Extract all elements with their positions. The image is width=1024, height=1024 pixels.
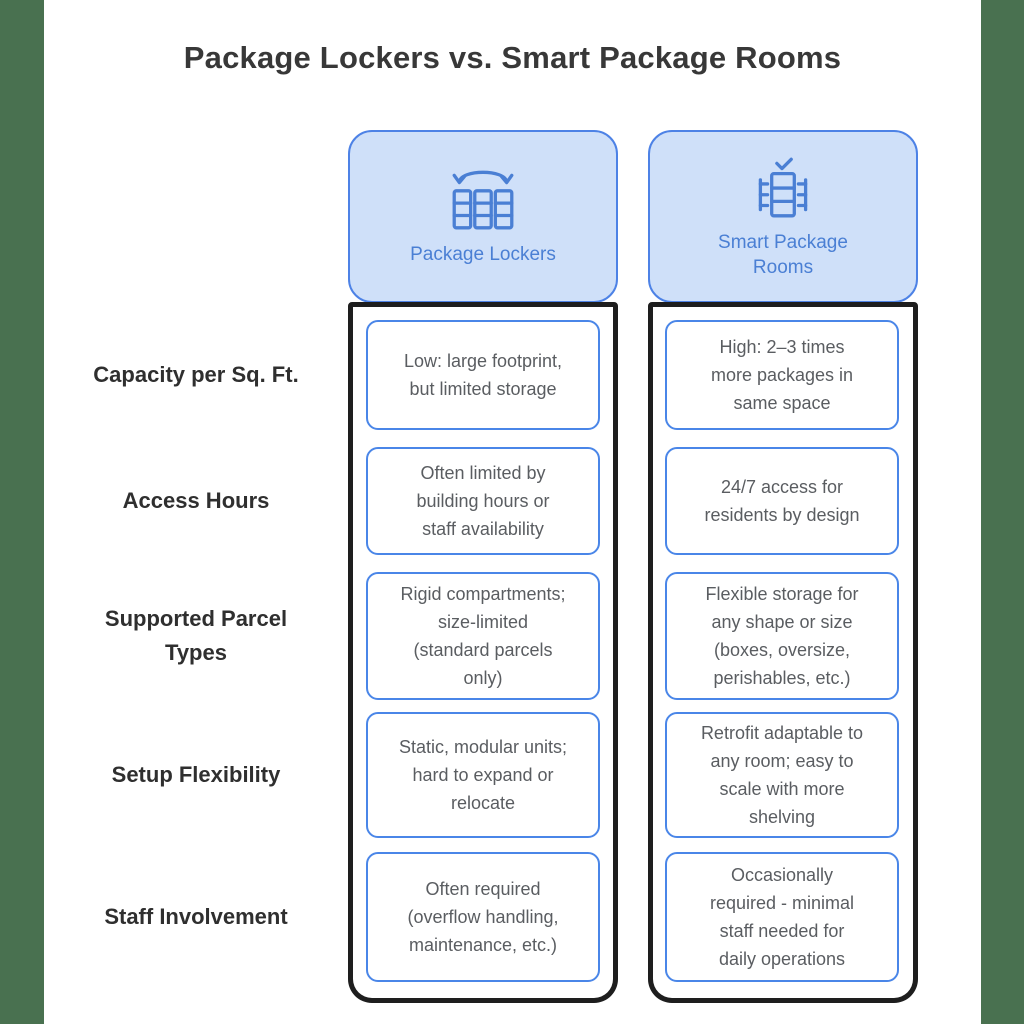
package-lockers-icon <box>452 170 514 230</box>
smart-package-room-icon <box>758 157 808 217</box>
row-label-setup-flexibility: Setup Flexibility <box>111 762 281 787</box>
row-label-staff-involvement: Staff Involvement <box>104 904 288 929</box>
row-label-capacity-per-sq-ft: Capacity per Sq. Ft. <box>93 362 299 387</box>
column-header-package-lockers: Package Lockers <box>348 130 618 303</box>
cell-capacity-package-lockers: Low: large footprint,but limited storage <box>366 320 600 430</box>
column-header-label-package-lockers: Package Lockers <box>410 244 556 265</box>
row-label-access-hours: Access Hours <box>122 488 270 513</box>
cell-staff-involvement-package-lockers: Often required(overflow handling,mainten… <box>366 852 600 982</box>
cell-parcel-types-package-lockers: Rigid compartments;size-limited(standard… <box>366 572 600 700</box>
page-title: Package Lockers vs. Smart Package Rooms <box>183 40 842 75</box>
left-margin-band <box>0 0 44 1024</box>
right-margin-band <box>981 0 1024 1024</box>
